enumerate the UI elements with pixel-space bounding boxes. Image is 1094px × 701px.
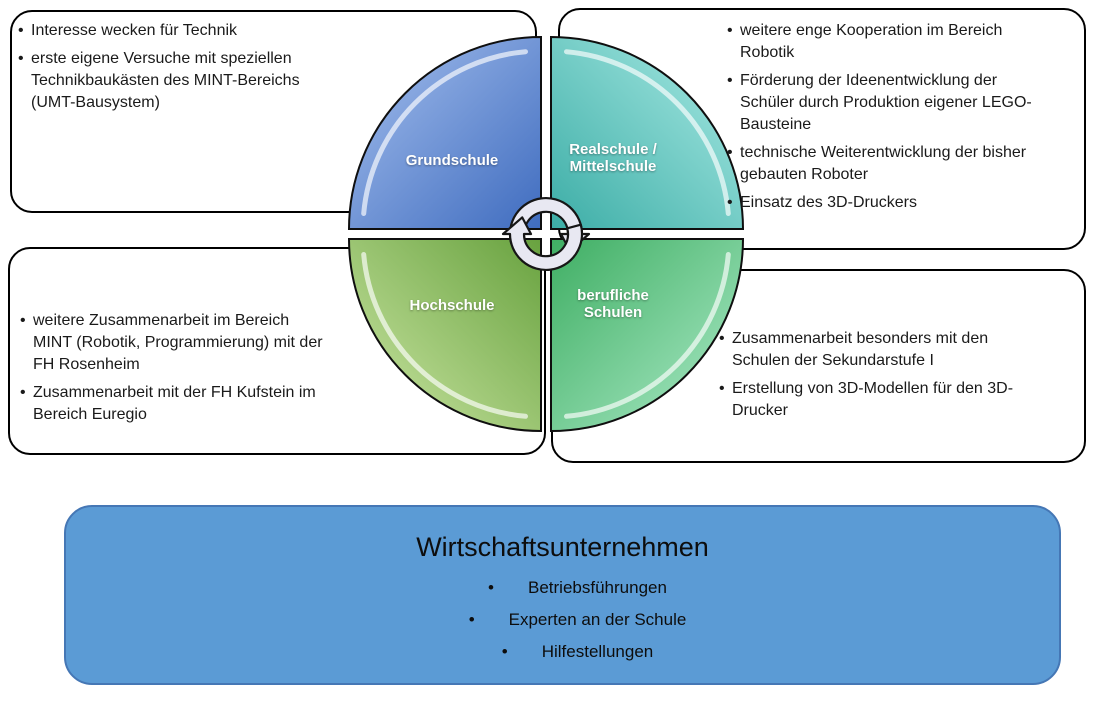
quadrant-berufliche-schulen — [550, 238, 745, 433]
bullet-text: Interesse wecken für Technik — [31, 22, 238, 39]
segment-label-hochschule: Hochschule — [409, 297, 495, 314]
bullet-list-realschule: weitere enge Kooperation im Bereich Robo… — [727, 20, 1039, 220]
list-item: Zusammenarbeit mit der FH Kufstein im Be… — [20, 382, 325, 426]
quadrant-grundschule — [347, 35, 542, 230]
gloss-highlight — [564, 49, 731, 216]
bullet-list-hochschule: weitere Zusammenarbeit im Bereich MINT (… — [20, 310, 325, 432]
bullet-text: erste eigene Versuche mit speziellen Tec… — [31, 50, 300, 111]
list-item: Förderung der Ideenentwicklung der Schül… — [727, 70, 1039, 136]
quadrant-hochschule — [347, 238, 542, 433]
cycle-arrow-bottom-icon — [501, 216, 584, 271]
segment-label-berufliche-schulen: berufliche Schulen — [577, 287, 649, 321]
gloss-highlight — [564, 252, 731, 419]
cycle-diagram — [347, 35, 745, 433]
bullet-text: Erstellung von 3D-Modellen für den 3D-Dr… — [732, 380, 1014, 419]
list-item: Erstellung von 3D-Modellen für den 3D-Dr… — [719, 378, 1041, 422]
bullet-text: Hilfestellungen — [541, 642, 654, 661]
list-item: weitere Zusammenarbeit im Bereich MINT (… — [20, 310, 325, 376]
bullet-list-grundschule: Interesse wecken für Technik erste eigen… — [18, 20, 336, 120]
segment-label-grundschule: Grundschule — [405, 152, 499, 169]
list-item: technische Weiterentwicklung der bisher … — [727, 142, 1039, 186]
list-item: Zusammenarbeit besonders mit den Schulen… — [719, 328, 1041, 372]
list-item: erste eigene Versuche mit speziellen Tec… — [18, 48, 336, 114]
bullet-text: Zusammenarbeit besonders mit den Schulen… — [732, 330, 989, 369]
list-item: Hilfestellungen — [96, 642, 1059, 661]
bullet-text: Betriebsführungen — [528, 578, 667, 597]
gloss-highlight — [361, 49, 528, 216]
list-item: weitere enge Kooperation im Bereich Robo… — [727, 20, 1039, 64]
panel-title: Wirtschaftsunternehmen — [416, 532, 709, 562]
wirtschaftsunternehmen-panel: Wirtschaftsunternehmen Betriebsführungen… — [64, 505, 1061, 685]
segment-label-realschule: Realschule / Mittelschule — [569, 141, 657, 175]
bullet-text: weitere enge Kooperation im Bereich Robo… — [740, 22, 1003, 61]
bullet-text: weitere Zusammenarbeit im Bereich MINT (… — [33, 312, 323, 373]
list-item: Experten an der Schule — [96, 610, 1059, 629]
bullet-text: Förderung der Ideenentwicklung der Schül… — [740, 72, 1032, 133]
bullet-list-berufliche-schulen: Zusammenarbeit besonders mit den Schulen… — [719, 328, 1041, 428]
quadrant-realschule — [550, 35, 745, 230]
bullet-text: Einsatz des 3D-Druckers — [740, 194, 917, 211]
list-item: Betriebsführungen — [96, 578, 1059, 597]
bullet-text: technische Weiterentwicklung der bisher … — [740, 144, 1027, 183]
panel-bullet-list: Betriebsführungen Experten an der Schule… — [96, 578, 1059, 661]
bullet-text: Zusammenarbeit mit der FH Kufstein im Be… — [33, 384, 316, 423]
list-item: Interesse wecken für Technik — [18, 20, 336, 42]
list-item: Einsatz des 3D-Druckers — [727, 192, 1039, 214]
bullet-text: Experten an der Schule — [508, 610, 687, 629]
gloss-highlight — [361, 252, 528, 419]
